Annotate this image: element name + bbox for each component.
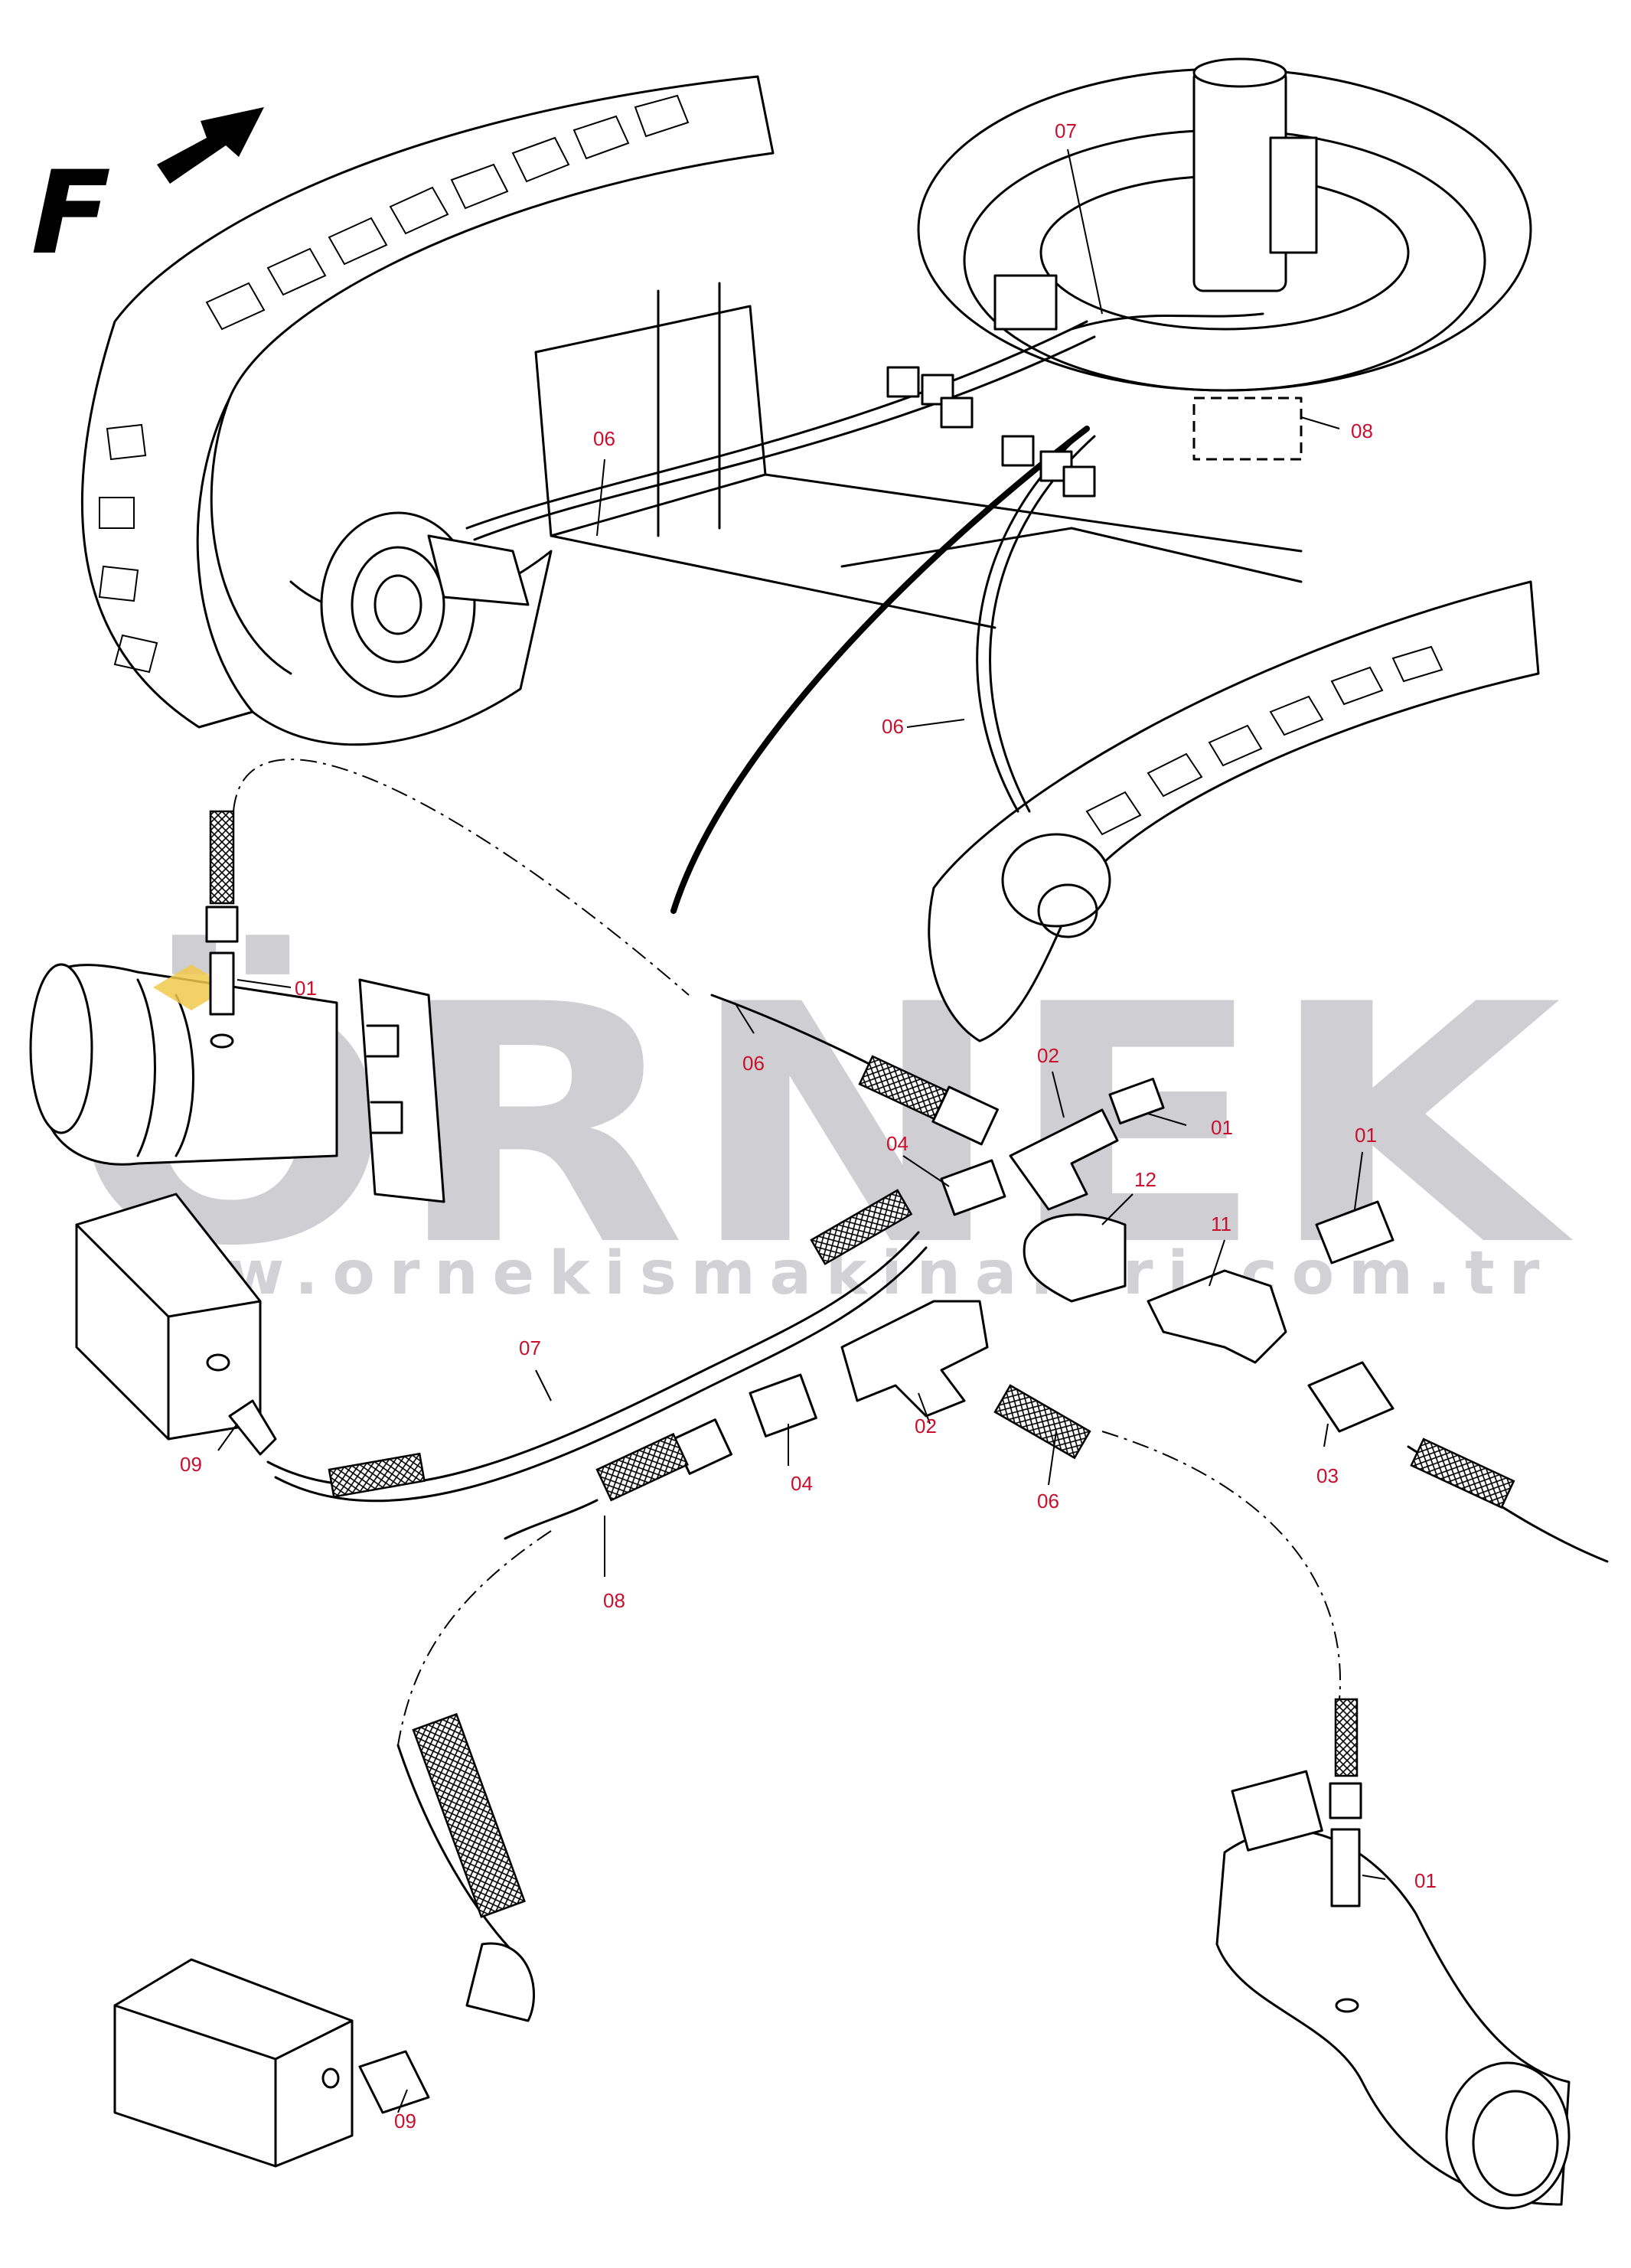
callout-07-top: 07 [1055, 119, 1077, 142]
callout-labels: 07 08 06 06 01 06 02 01 04 01 12 11 07 0… [180, 119, 1437, 2133]
slewing-ring [917, 57, 1532, 461]
centre-fittings [228, 994, 1609, 1563]
callout-04-lower: 04 [791, 1472, 813, 1495]
callout-01-right: 01 [1355, 1124, 1377, 1147]
callout-01-upper-right: 01 [1211, 1116, 1233, 1139]
direction-letter: F [17, 146, 124, 280]
callout-12: 12 [1134, 1168, 1156, 1191]
undercarriage-frame [534, 282, 1303, 629]
callout-09-lower: 09 [394, 2110, 416, 2133]
callout-06-mid: 06 [742, 1052, 765, 1075]
fitting-01-left [153, 810, 239, 1016]
callout-03: 03 [1316, 1464, 1339, 1487]
forward-arrow-icon [157, 107, 264, 184]
callout-07-mid: 07 [519, 1336, 541, 1359]
right-crawler-track [928, 580, 1540, 1043]
callout-11: 11 [1211, 1212, 1231, 1235]
left-crawler-track [80, 75, 775, 746]
callout-04-upper: 04 [886, 1132, 908, 1155]
lower-control-block [113, 1712, 535, 2168]
callout-08-top: 08 [1351, 419, 1373, 442]
callout-06-lower: 06 [1037, 1490, 1059, 1513]
callout-01-left: 01 [295, 977, 317, 1000]
leader-lines [217, 148, 1386, 2113]
callout-08-lower: 08 [603, 1589, 625, 1612]
watermark-url: www.ornekismakinalari.com.tr [84, 1239, 1554, 1308]
right-travel-motor [1215, 1698, 1571, 2210]
hose-clamps [886, 366, 1096, 498]
callout-09-left: 09 [180, 1453, 202, 1476]
callout-02-lower: 02 [915, 1415, 937, 1437]
callout-01-lower-right: 01 [1414, 1869, 1437, 1892]
callout-06-top-left: 06 [593, 427, 615, 450]
left-travel-motor [29, 963, 445, 1203]
callout-06-top-right: 06 [882, 715, 904, 738]
callout-02-upper: 02 [1037, 1044, 1059, 1067]
hose-routing-dashed [233, 759, 1341, 1746]
